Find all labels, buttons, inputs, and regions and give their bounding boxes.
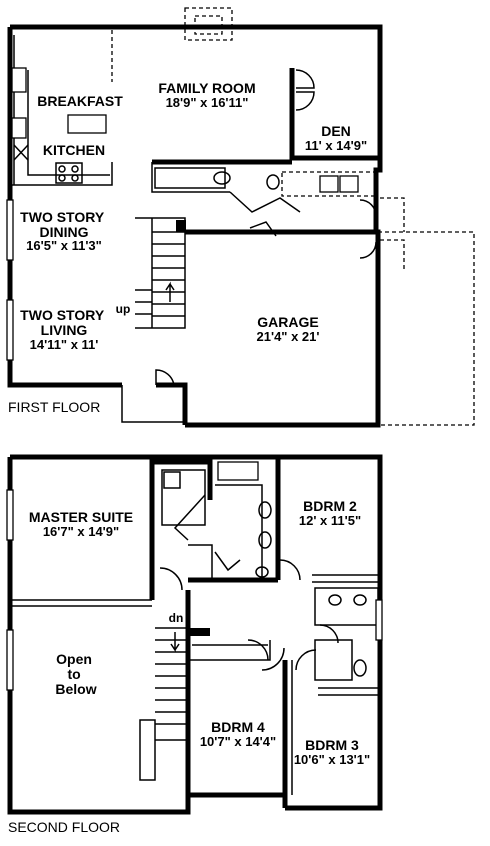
room-name-living-line2: LIVING	[41, 322, 88, 338]
room-name-bdrm2: BDRM 2	[303, 498, 357, 514]
room-size-master-suite: 16'7" x 14'9"	[43, 524, 119, 539]
first-floor: FAMILY ROOM 18'9" x 16'11" BREAKFAST KIT…	[6, 7, 475, 428]
stair-label-up: up	[116, 302, 131, 316]
open-line2: to	[67, 666, 80, 682]
second-floor: MASTER SUITE 16'7" x 14'9" BDRM 2 12' x …	[6, 454, 383, 835]
room-name-family-room: FAMILY ROOM	[158, 80, 255, 96]
room-size-dining: 16'5" x 11'3"	[26, 238, 102, 253]
cooktop	[55, 162, 83, 184]
floor-caption-first: FIRST FLOOR	[8, 399, 100, 415]
room-size-bdrm4: 10'7" x 14'4"	[200, 734, 276, 749]
room-name-master-suite: MASTER SUITE	[29, 509, 133, 525]
room-size-bdrm2: 12' x 11'5"	[299, 513, 361, 528]
room-name-living-line1: TWO STORY	[20, 307, 105, 323]
open-line3: Below	[55, 681, 96, 697]
open-line1: Open	[56, 651, 92, 667]
room-size-living: 14'11" x 11'	[30, 337, 99, 352]
fireplace	[184, 7, 233, 41]
room-name-open-to-below: Open to Below	[55, 651, 96, 697]
floor-caption-second: SECOND FLOOR	[8, 819, 120, 835]
room-size-family-room: 18'9" x 16'11"	[166, 95, 249, 110]
room-name-living: TWO STORY LIVING	[20, 307, 108, 338]
room-name-dining-line1: TWO STORY	[20, 209, 105, 225]
room-name-breakfast: BREAKFAST	[37, 93, 123, 109]
room-size-garage: 21'4" x 21'	[257, 329, 320, 344]
room-name-dining-line2: DINING	[40, 224, 89, 240]
room-name-garage: GARAGE	[257, 314, 318, 330]
kitchen-island	[67, 114, 107, 134]
room-name-dining: TWO STORY DINING	[20, 209, 108, 240]
room-name-bdrm3: BDRM 3	[305, 737, 359, 753]
room-size-den: 11' x 14'9"	[305, 138, 367, 153]
room-size-bdrm3: 10'6" x 13'1"	[294, 752, 370, 767]
room-name-den: DEN	[321, 123, 351, 139]
room-name-kitchen: KITCHEN	[43, 142, 105, 158]
stair-label-dn: dn	[169, 611, 184, 625]
room-name-bdrm4: BDRM 4	[211, 719, 265, 735]
